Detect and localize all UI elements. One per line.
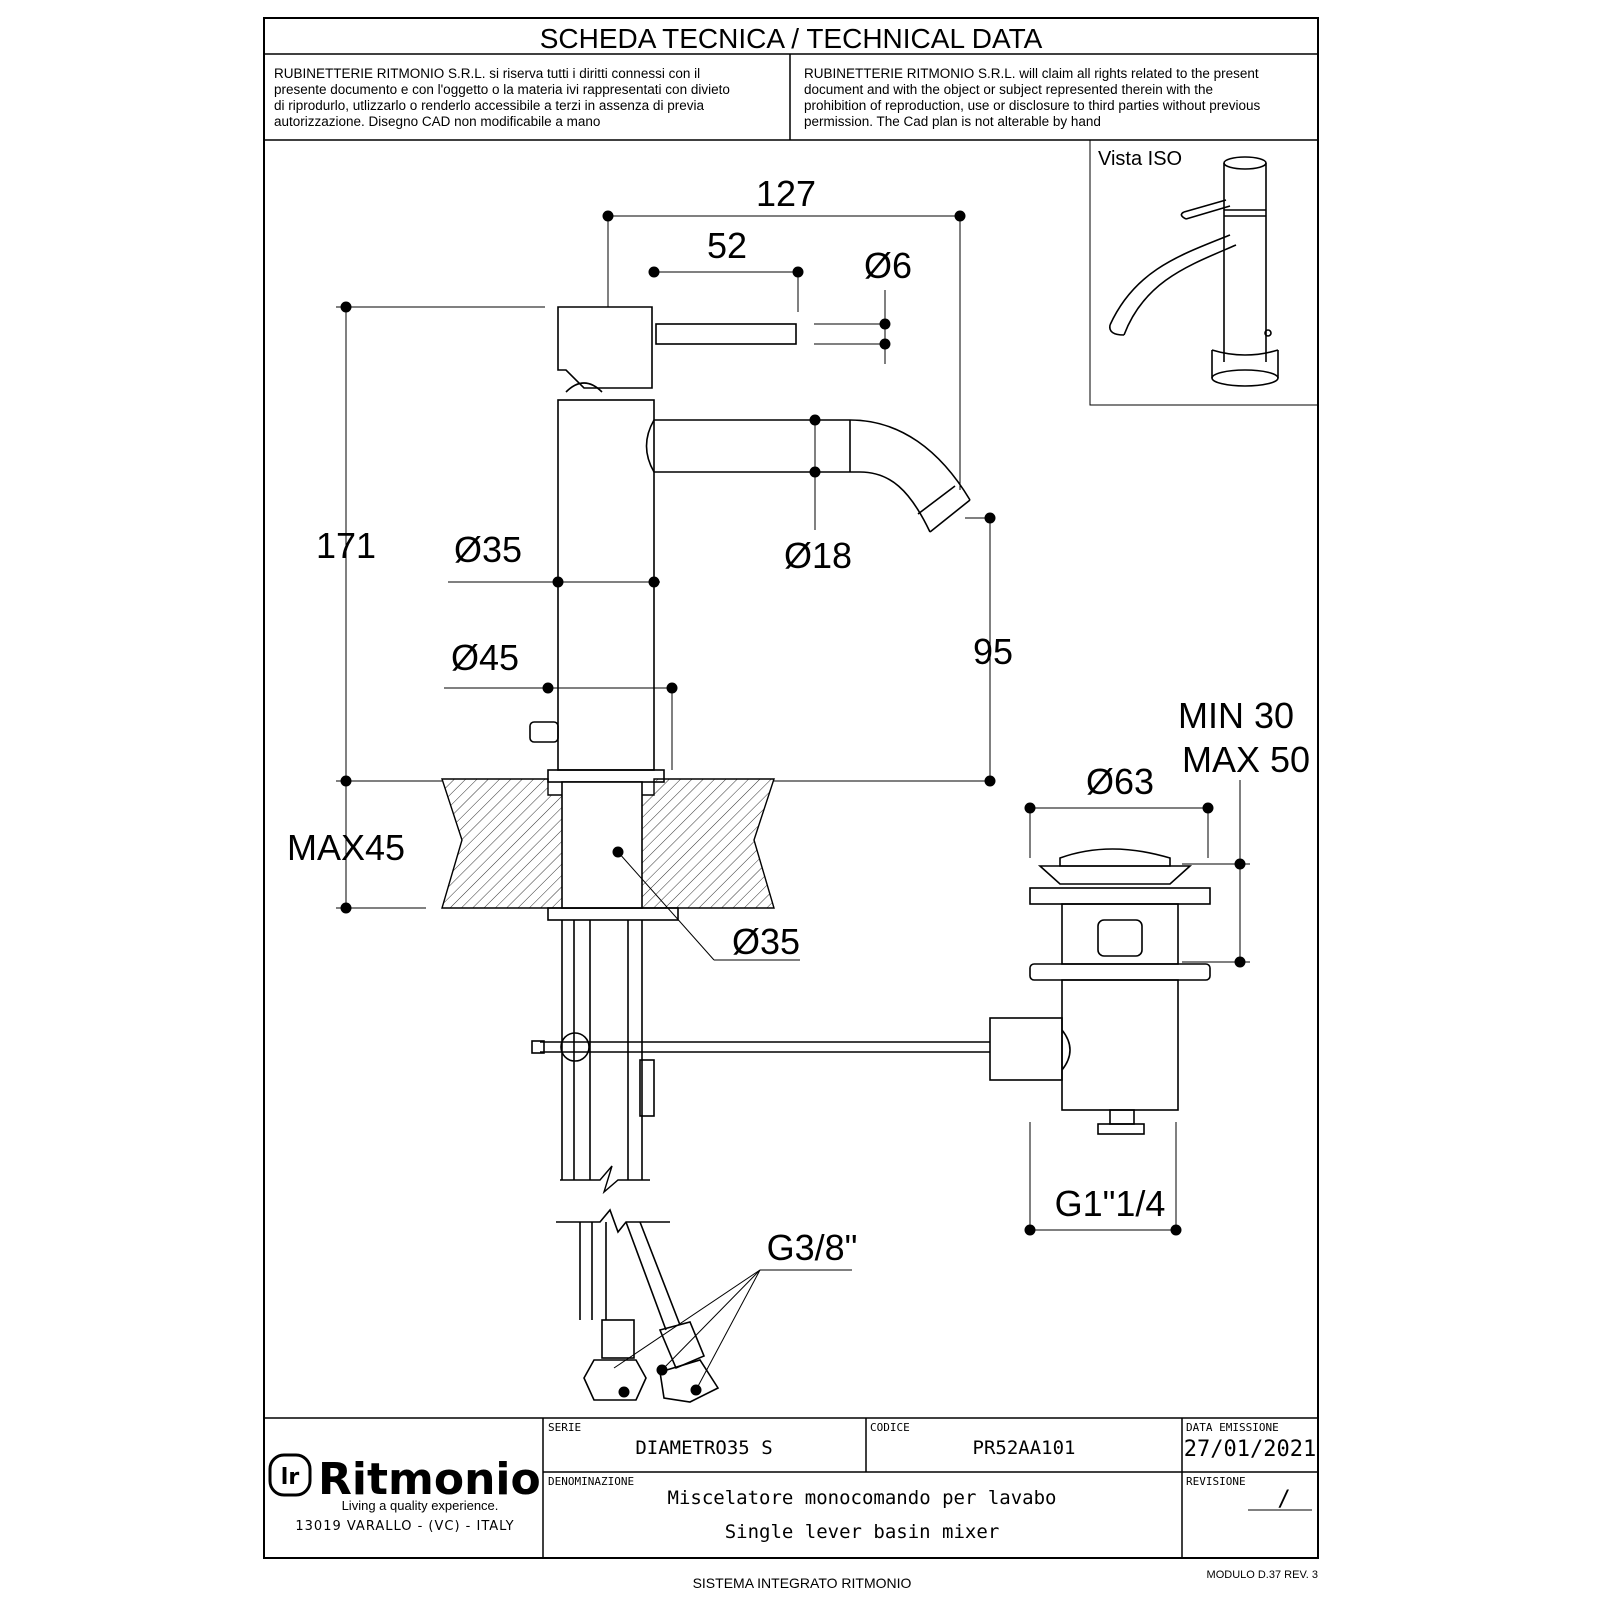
brand-name: Ritmonio — [318, 1454, 541, 1505]
dim-body-diameter: Ø35 — [454, 529, 522, 570]
dim-lever-diameter: Ø6 — [864, 245, 912, 286]
iso-view: Vista ISO — [1089, 139, 1319, 406]
logo-mark-letters: lr — [281, 1465, 300, 1490]
dim-waste-clamp-min: MIN 30 — [1178, 695, 1294, 736]
dim-waste-diameter: Ø63 — [1086, 761, 1154, 802]
denominazione-italian: Miscelatore monocomando per lavabo — [668, 1487, 1057, 1509]
notice-italian: RUBINETTERIE RITMONIO S.R.L. si riserva … — [274, 66, 730, 129]
dimension-labels: 127 52 Ø6 171 Ø35 Ø18 95 Ø45 MAX45 Ø35 M… — [287, 173, 1310, 1268]
codice-label: CODICE — [870, 1421, 910, 1434]
codice-value: PR52AA101 — [973, 1437, 1076, 1459]
footer-module: MODULO D.37 REV. 3 — [1207, 1569, 1318, 1581]
notice-en-line-2: document and with the object or subject … — [804, 82, 1213, 97]
dim-waste-clamp-max: MAX 50 — [1182, 739, 1310, 780]
dim-overall-depth: 127 — [756, 173, 816, 214]
notice-en-line-4: permission. The Cad plan is not alterabl… — [804, 114, 1101, 129]
denominazione-label: DENOMINAZIONE — [548, 1475, 634, 1488]
data-emissione-value: 27/01/2021 — [1184, 1437, 1316, 1462]
sheet-border — [263, 17, 1319, 1559]
sheet-title: SCHEDA TECNICA / TECHNICAL DATA — [540, 23, 1043, 54]
iso-mixer-illustration — [1108, 156, 1279, 387]
dim-spout-diameter: Ø18 — [784, 535, 852, 576]
notice-it-line-2: presente documento e con l'oggetto o la … — [274, 82, 730, 97]
notice-en-line-1: RUBINETTERIE RITMONIO S.R.L. will claim … — [804, 66, 1259, 81]
notice-it-line-4: autorizzazione. Disegno CAD non modifica… — [274, 114, 600, 129]
notice-it-line-1: RUBINETTERIE RITMONIO S.R.L. si riserva … — [274, 66, 700, 81]
dim-deck-thickness: MAX45 — [287, 827, 405, 868]
logo-mark-icon — [268, 1453, 312, 1497]
ritmonio-logo: lr Ritmonio Living a quality experience.… — [268, 1453, 541, 1534]
header: SCHEDA TECNICA / TECHNICAL DATA RUBINETT… — [264, 23, 1318, 141]
dimension-lines — [336, 210, 1250, 1398]
dim-waste-thread: G1"1/4 — [1055, 1183, 1166, 1224]
notice-en-line-3: prohibition of reproduction, use or disc… — [804, 98, 1260, 113]
iso-view-label: Vista ISO — [1098, 148, 1182, 170]
revisione-value: / — [1277, 1487, 1290, 1512]
data-emissione-label: DATA EMISSIONE — [1186, 1421, 1279, 1434]
title-block: lr Ritmonio Living a quality experience.… — [264, 1417, 1318, 1558]
brand-tagline: Living a quality experience. — [342, 1498, 499, 1513]
dim-supply-thread: G3/8" — [767, 1227, 858, 1268]
serie-label: SERIE — [548, 1421, 581, 1434]
dim-shank-diameter: Ø35 — [732, 921, 800, 962]
notice-it-line-3: di riprodurlo, utlizzarlo o renderlo acc… — [274, 98, 704, 113]
dim-height: 171 — [316, 525, 376, 566]
footer-system: SISTEMA INTEGRATO RITMONIO — [693, 1575, 912, 1591]
serie-value: DIAMETRO35 S — [635, 1437, 772, 1459]
popup-waste — [989, 848, 1211, 1135]
notice-english: RUBINETTERIE RITMONIO S.R.L. will claim … — [804, 66, 1260, 129]
dim-spout-height: 95 — [973, 631, 1013, 672]
brand-address: 13019 VARALLO - (VC) - ITALY — [295, 1519, 514, 1534]
dim-lever-length: 52 — [707, 225, 747, 266]
revisione-label: REVISIONE — [1186, 1475, 1246, 1488]
iso-view-frame — [1089, 139, 1319, 406]
denominazione-english: Single lever basin mixer — [725, 1521, 1000, 1543]
mixer-side-view — [441, 306, 990, 1403]
dim-base-diameter: Ø45 — [451, 637, 519, 678]
